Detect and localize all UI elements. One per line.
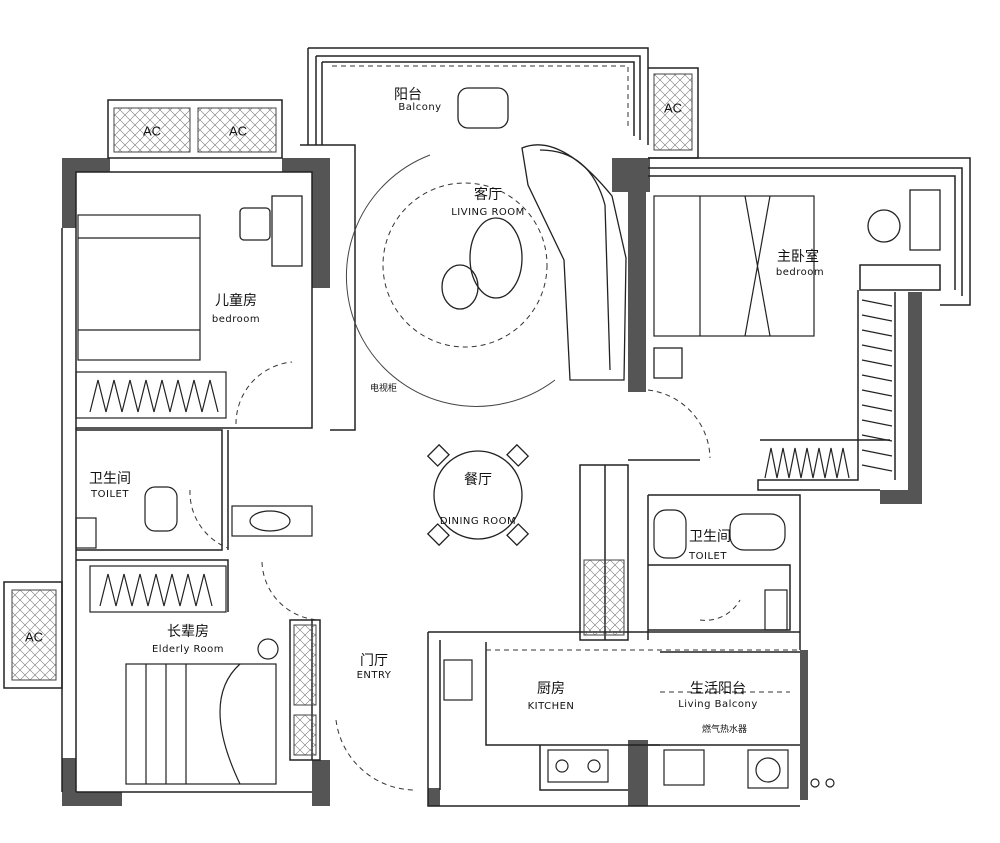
- door-swings: [189, 65, 800, 791]
- balcony-label-cn: 阳台: [394, 87, 422, 103]
- living-room-label-en: LIVING ROOM: [451, 207, 525, 218]
- water-heater-label: 燃气热水器: [702, 725, 748, 735]
- wardrobes: [75, 299, 893, 613]
- balcony-label-en: Balcony: [398, 102, 442, 113]
- dining-room-label-en: DINING ROOM: [439, 516, 517, 527]
- master-bedroom-label-en: bedroom: [775, 267, 825, 278]
- entry-label-cn: 门厅: [360, 653, 388, 669]
- structural-walls: [62, 158, 922, 806]
- hatched-zones: [11, 73, 693, 756]
- toilet-left-label-cn: 卫生间: [89, 471, 131, 487]
- ac-unit-label: AC: [228, 123, 248, 139]
- tv-cabinet-label: 电视柜: [370, 384, 398, 394]
- living-room-label-cn: 客厅: [474, 187, 502, 203]
- entry-label-en: ENTRY: [356, 670, 392, 681]
- furniture: [239, 87, 941, 547]
- beds: [77, 195, 815, 785]
- elderly-room-label-cn: 长辈房: [167, 624, 209, 640]
- wall-outlines: [3, 47, 971, 807]
- ac-unit-label: AC: [142, 123, 162, 139]
- living-balcony-label-en: Living Balcony: [678, 699, 758, 710]
- living-balcony-label-cn: 生活阳台: [690, 681, 746, 697]
- dining-room-label-cn: 餐厅: [464, 472, 492, 488]
- ac-unit-label: AC: [24, 629, 44, 645]
- toilet-right-label-cn: 卫生间: [689, 529, 731, 545]
- toilet-right-label-en: TOILET: [689, 551, 727, 562]
- rug: [346, 154, 556, 407]
- elderly-room-label-en: Elderly Room: [151, 644, 225, 655]
- master-bedroom-label-cn: 主卧室: [777, 249, 819, 265]
- toilet-left-label-en: TOILET: [91, 489, 129, 500]
- kids-room-label-cn: 儿童房: [215, 293, 257, 309]
- kitchen-label-cn: 厨房: [537, 681, 565, 697]
- kids-room-label-en: bedroom: [211, 314, 261, 325]
- kitchen-label-en: KITCHEN: [527, 701, 575, 712]
- fixtures: [75, 486, 835, 789]
- ac-unit-label: AC: [663, 100, 683, 116]
